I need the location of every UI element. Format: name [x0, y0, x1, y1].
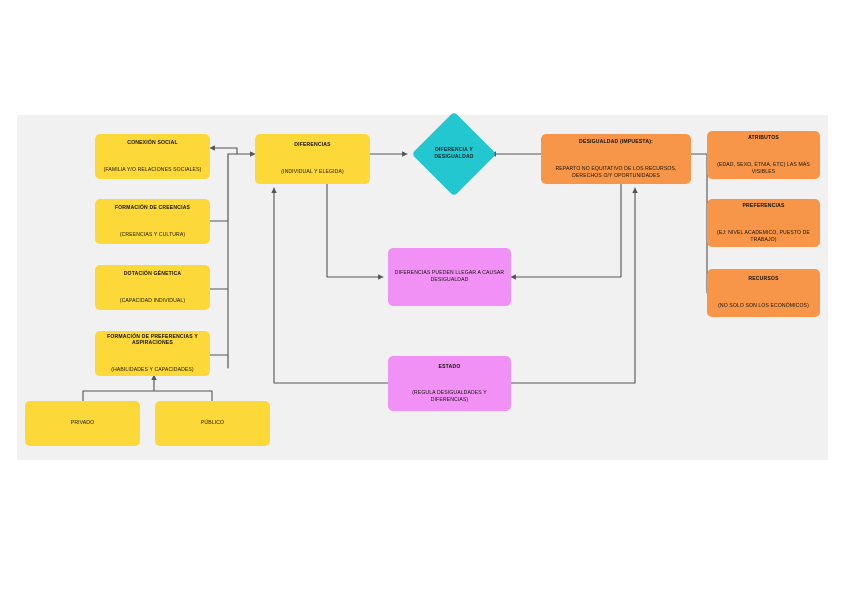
node-publico[interactable]: PÚBLICO	[155, 401, 270, 446]
node-publico-text: PÚBLICO	[160, 400, 265, 447]
node-atributos-text: ATRIBUTOS (EDAD, SEXO, ÉTNIA, ETC) LAS M…	[712, 115, 815, 196]
node-atributos-subtitle: (EDAD, SEXO, ÉTNIA, ETC) LAS MÁS VISIBLE…	[717, 161, 810, 175]
node-dotacion-genetica-subtitle: (CAPACIDAD INDIVIDUAL)	[119, 297, 186, 304]
node-dotacion-genetica-title: DOTACIÓN GÉNETICA	[123, 270, 182, 277]
node-dotacion-genetica[interactable]: DOTACIÓN GÉNETICA (CAPACIDAD INDIVIDUAL)	[95, 265, 210, 310]
node-conexion-social-subtitle: (FAMILIA Y/O RELACIONES SOCIALES)	[103, 166, 202, 173]
node-atributos[interactable]: ATRIBUTOS (EDAD, SEXO, ÉTNIA, ETC) LAS M…	[707, 131, 820, 179]
node-formacion-preferencias-subtitle: (HABILIDADES Y CAPACIDADES)	[111, 367, 194, 373]
edge-creencias-bus	[209, 153, 229, 222]
node-privado[interactable]: PRIVADO	[25, 401, 140, 446]
node-preferencias-title: PREFERENCIAS	[742, 203, 785, 209]
edge-estado-to-desigualdad	[510, 187, 638, 384]
node-diferencias-causar-desigualdad-text: DIFERENCIAS PUEDEN LLEGAR A CAUSAR DESIG…	[393, 250, 506, 304]
node-formacion-preferencias-text: FORMACIÓN DE PREFERENCIAS Y ASPIRACIONES…	[100, 313, 205, 394]
node-publico-title: PÚBLICO	[200, 420, 225, 427]
node-recursos[interactable]: RECURSOS (NO SOLO SON LOS ECONÓMICOS)	[707, 269, 820, 317]
node-diferencias[interactable]: DIFERENCIAS (INDIVIDUAL Y ELEGIDA)	[255, 134, 370, 184]
node-estado-text: ESTADO (REGULA DESIGUALDADES Y DIFERENCI…	[393, 343, 506, 424]
node-desigualdad-impuesta[interactable]: DESIGUALDAD (IMPUESTA): REPARTO NO EQUIT…	[541, 134, 691, 184]
node-estado[interactable]: ESTADO (REGULA DESIGUALDADES Y DIFERENCI…	[388, 356, 511, 411]
node-desigualdad-impuesta-text: DESIGUALDAD (IMPUESTA): REPARTO NO EQUIT…	[546, 119, 686, 200]
node-atributos-title: ATRIBUTOS	[748, 135, 779, 141]
node-privado-text: PRIVADO	[30, 400, 135, 447]
node-diferencias-causar-desigualdad[interactable]: DIFERENCIAS PUEDEN LLEGAR A CAUSAR DESIG…	[388, 248, 511, 306]
node-preferencias-subtitle: (EJ: NIVEL ACADEMICO, PUESTO DE TRABAJO)	[717, 229, 810, 243]
node-conexion-social-title: CONEXIÓN SOCIAL	[127, 139, 178, 146]
diagram-canvas: CONEXIÓN SOCIAL (FAMILIA Y/O RELACIONES …	[17, 111, 828, 460]
node-diferencias-title: DIFERENCIAS	[294, 142, 331, 149]
node-formacion-preferencias[interactable]: FORMACIÓN DE PREFERENCIAS Y ASPIRACIONES…	[95, 331, 210, 376]
node-diferencia-y-desigualdad[interactable]: DIFERENCIA Y DESIGUALDAD	[411, 111, 497, 197]
node-diferencias-subtitle: (INDIVIDUAL Y ELEGIDA)	[281, 169, 344, 176]
node-diferencias-causar-desigualdad-title: DIFERENCIAS PUEDEN LLEGAR A CAUSAR DESIG…	[394, 270, 505, 283]
edge-estado-to-diferencias	[271, 187, 389, 384]
node-conexion-social[interactable]: CONEXIÓN SOCIAL (FAMILIA Y/O RELACIONES …	[95, 134, 210, 179]
node-dotacion-genetica-text: DOTACIÓN GÉNETICA (CAPACIDAD INDIVIDUAL)	[100, 250, 205, 324]
node-estado-title: ESTADO	[438, 363, 461, 370]
node-formacion-creencias-subtitle: (CREENCIAS Y CULTURA)	[119, 231, 186, 238]
node-formacion-creencias[interactable]: FORMACIÓN DE CREENCIAS (CREENCIAS Y CULT…	[95, 199, 210, 244]
node-privado-title: PRIVADO	[70, 420, 95, 427]
node-preferencias[interactable]: PREFERENCIAS (EJ: NIVEL ACADEMICO, PUEST…	[707, 199, 820, 247]
node-conexion-social-text: CONEXIÓN SOCIAL (FAMILIA Y/O RELACIONES …	[100, 119, 205, 193]
node-recursos-subtitle: (NO SOLO SON LOS ECONÓMICOS)	[718, 303, 809, 310]
edge-preferencias-bus	[209, 354, 229, 369]
node-formacion-preferencias-title: FORMACIÓN DE PREFERENCIAS Y ASPIRACIONES	[107, 333, 198, 347]
node-diferencia-y-desigualdad-title: DIFERENCIA Y DESIGUALDAD	[434, 147, 474, 160]
node-formacion-creencias-title: FORMACIÓN DE CREENCIAS	[114, 204, 191, 211]
node-recursos-text: RECURSOS (NO SOLO SON LOS ECONÓMICOS)	[712, 256, 815, 330]
node-preferencias-text: PREFERENCIAS (EJ: NIVEL ACADEMICO, PUEST…	[712, 183, 815, 264]
node-diferencias-text: DIFERENCIAS (INDIVIDUAL Y ELEGIDA)	[260, 122, 365, 196]
node-recursos-title: RECURSOS	[748, 276, 779, 283]
node-desigualdad-impuesta-subtitle: REPARTO NO EQUITATIVO DE LOS RECURSOS, D…	[555, 165, 677, 179]
node-formacion-creencias-text: FORMACIÓN DE CREENCIAS (CREENCIAS Y CULT…	[100, 184, 205, 258]
node-desigualdad-impuesta-title: DESIGUALDAD (IMPUESTA):	[579, 139, 653, 145]
node-estado-subtitle: (REGULA DESIGUALDADES Y DIFERENCIAS)	[412, 390, 487, 403]
edge-diferencias-to-causar	[326, 182, 384, 280]
